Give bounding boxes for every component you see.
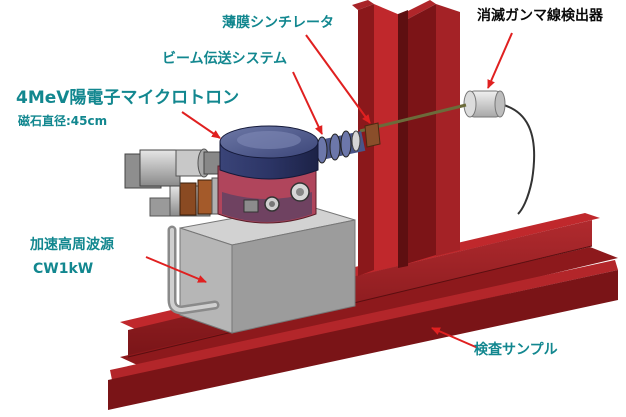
arrow-sample [431, 327, 479, 349]
gamma-detector [463, 90, 506, 118]
label-annihilation-gamma-detector: 消滅ガンマ線検出器 [477, 8, 603, 24]
microtron-chamber [217, 165, 317, 224]
arrow-beam-transport [292, 71, 323, 135]
vertical-support-beam [352, 0, 460, 276]
microtron-magnet [219, 125, 319, 180]
annotation-arrows [145, 32, 513, 349]
arrow-microtron [181, 111, 221, 139]
label-rf-power-source: 加速高周波源 [30, 237, 114, 253]
detector-cable [499, 103, 536, 215]
arrow-rf-source [145, 256, 207, 283]
label-microtron-name: 4MeV陽電子マイクロトロン [16, 88, 240, 108]
thin-film-scintillator [364, 122, 381, 148]
label-inspection-sample: 検査サンプル [474, 342, 558, 358]
label-magnet-diameter: 磁石直径:45cm [18, 114, 108, 128]
label-beam-transport-system: ビーム伝送システム [162, 51, 288, 67]
label-rf-power: CW1kW [33, 261, 94, 277]
arrow-detector [487, 32, 513, 89]
injector-pipe-assembly [124, 148, 227, 189]
label-thin-film-scintillator: 薄膜シンチレータ [222, 15, 334, 31]
arrow-scintillator [305, 34, 371, 124]
